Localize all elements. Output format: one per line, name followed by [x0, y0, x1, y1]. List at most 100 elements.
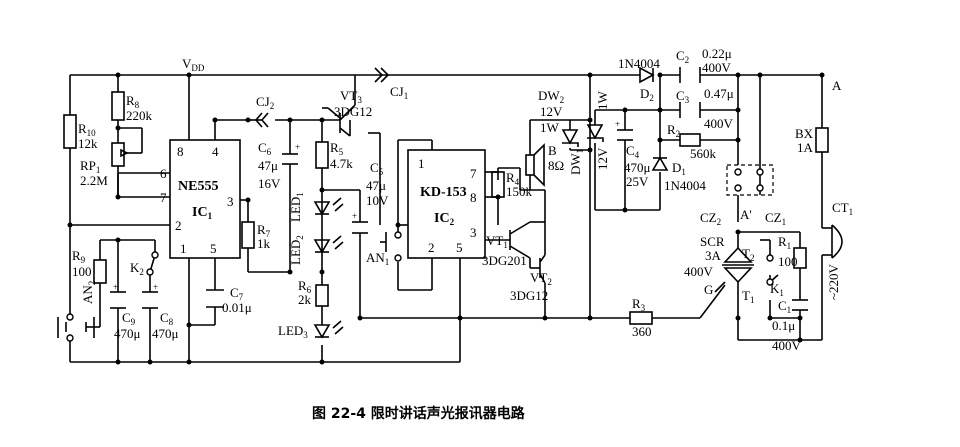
dw1-voltage: 12V — [595, 147, 610, 170]
r2-label: R2 — [667, 122, 680, 139]
ic1-pin: 4 — [212, 144, 219, 159]
t2-label: T2 — [742, 246, 754, 263]
k2-contact — [146, 268, 154, 276]
d1-label: D1 — [672, 160, 686, 177]
labels: VDD A A' ~220V NE555 IC1 8 4 6 7 3 2 1 5… — [72, 46, 853, 422]
r9-body — [93, 259, 107, 284]
r7-body — [241, 221, 255, 249]
r8-value: 220k — [126, 108, 153, 123]
scr-current: 3A — [705, 248, 722, 263]
led1-label: LED1 — [288, 192, 305, 222]
vt2-part: 3DG12 — [510, 288, 548, 303]
scr-label: SCR — [700, 234, 725, 249]
an2-label: AN2 — [80, 281, 97, 304]
rp1-body — [111, 142, 125, 167]
ic2-pin: 7 — [470, 166, 477, 181]
t1-label: T1 — [742, 288, 754, 305]
r10-label: R10 — [78, 121, 96, 138]
r9-label: R9 — [72, 248, 86, 265]
ic1-pin: 7 — [160, 190, 167, 205]
vt1-vt2-darlington — [509, 210, 546, 284]
ne555-part: NE555 — [178, 179, 218, 194]
k1-contact — [766, 254, 774, 262]
ne555-body — [169, 139, 241, 259]
k2-label: K2 — [130, 260, 144, 277]
vt2-label: VT2 — [530, 270, 552, 287]
d1-part: 1N4004 — [664, 178, 706, 193]
switch-contacts — [146, 251, 774, 286]
ic2-pin: 3 — [470, 225, 477, 240]
r4-value: 150k — [506, 184, 533, 199]
c4-label: C4 — [626, 143, 640, 160]
c8-value: 470μ — [152, 326, 179, 341]
r3-body — [629, 311, 653, 325]
ic2-pin: 1 — [418, 156, 425, 171]
cj-connectors — [254, 67, 390, 128]
r10-body — [63, 114, 77, 149]
r2-value: 560k — [690, 146, 717, 161]
c9-label: C9 — [122, 310, 136, 327]
c4-voltage: 25V — [626, 174, 649, 189]
resistors — [63, 91, 829, 325]
c7-value: 0.01μ — [222, 300, 252, 315]
scr-triac — [714, 246, 754, 293]
bx-label: BX — [795, 126, 814, 141]
an2-contact — [66, 334, 74, 342]
speaker-label: B — [548, 143, 557, 158]
vt1-label: VT1 — [486, 233, 508, 250]
r3-value: 360 — [632, 324, 652, 339]
cz-pin — [734, 184, 742, 192]
junction-dots — [67, 72, 825, 365]
c5-label: C5 — [370, 160, 384, 177]
vt3-label: VT3 — [340, 88, 362, 105]
node-a2-label: A' — [740, 207, 752, 222]
cz-socket — [726, 164, 774, 196]
scr-gate: G — [704, 282, 713, 297]
cj2-label: CJ2 — [256, 94, 274, 111]
c1-value: 0.1μ — [772, 318, 795, 333]
leds — [313, 197, 344, 339]
rp1-wiper-arrow — [120, 148, 129, 158]
d2-part: 1N4004 — [618, 56, 660, 71]
dw2-voltage: 12V — [540, 104, 563, 119]
capacitors — [110, 67, 808, 311]
r7-label: R7 — [257, 222, 271, 239]
dw1-label: DW1 — [568, 149, 585, 175]
k1-contact — [766, 278, 774, 286]
c2-label: C2 — [676, 48, 689, 65]
c5-value: 47μ — [366, 178, 386, 193]
diodes — [561, 66, 669, 171]
c2-value: 0.22μ — [702, 46, 732, 61]
speaker-b — [525, 143, 545, 187]
an2-contact — [66, 313, 74, 321]
vt3-part: 3DG12 — [334, 104, 372, 119]
c5-voltage: 10V — [366, 193, 389, 208]
r4-label: R4 — [506, 170, 520, 187]
ic1-pin: 6 — [160, 166, 167, 181]
an1-contact — [394, 254, 402, 262]
c3-voltage: 400V — [704, 116, 734, 131]
r6-value: 2k — [298, 292, 312, 307]
bx-rating: 1A — [797, 140, 814, 155]
bx-fuse-body — [815, 127, 829, 153]
dw2-label: DW2 — [538, 88, 564, 105]
ic1-label: IC1 — [192, 205, 213, 221]
c4-value: 470μ — [624, 160, 651, 175]
ic1-pin: 3 — [227, 194, 234, 209]
rp1-label: RP1 — [80, 158, 100, 175]
an1-pushbutton — [380, 232, 387, 252]
polarity-marks: + + + + + — [113, 119, 620, 292]
r2-body — [679, 133, 701, 147]
r8-body — [111, 91, 125, 121]
cz2-label: CZ2 — [700, 210, 721, 227]
r5-body — [315, 141, 329, 169]
node-a-label: A — [832, 78, 842, 93]
led2-label: LED2 — [288, 235, 305, 265]
r4-body — [491, 171, 505, 198]
r9-value: 100 — [72, 264, 92, 279]
rp1-value: 2.2M — [80, 173, 108, 188]
r1-body — [793, 247, 807, 269]
svg-text:+: + — [352, 211, 357, 221]
